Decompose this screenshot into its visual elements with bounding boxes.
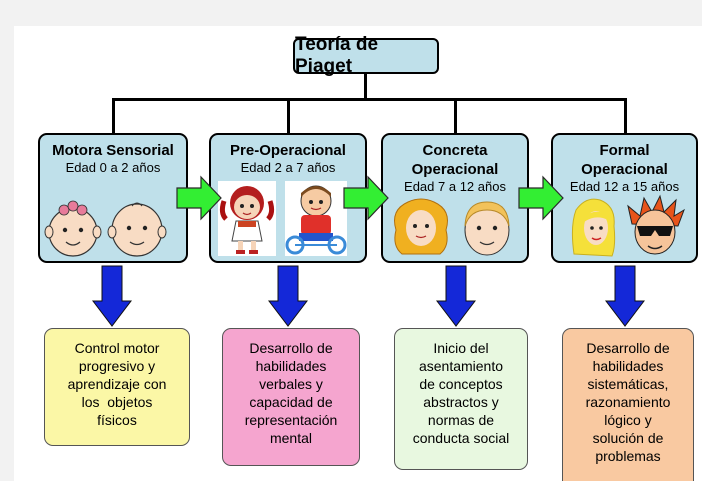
baby-girl-face-icon xyxy=(44,200,102,257)
connector-stage-2 xyxy=(287,98,290,134)
down-arrow-2 xyxy=(267,265,309,327)
stage-age: Edad 12 a 15 años xyxy=(569,179,680,194)
side-arrow-2 xyxy=(343,175,389,221)
description-line: capacidad de xyxy=(249,394,333,410)
down-arrow-1 xyxy=(91,265,133,327)
teen-girl-blonde-icon xyxy=(571,198,616,257)
stage-title: Pre-Operacional xyxy=(230,142,346,159)
stage-title-line: Formal xyxy=(599,142,650,159)
description-line: los objetos xyxy=(81,394,153,410)
girl-child-icon xyxy=(218,181,276,256)
description-line: físicos xyxy=(97,412,137,428)
description-line: habilidades xyxy=(592,358,664,374)
description-line: asentamiento xyxy=(418,358,504,374)
description-line: Desarrollo de xyxy=(586,340,670,356)
description-line: Control motor xyxy=(74,340,160,356)
stage-title-line: Concreta xyxy=(422,142,488,159)
description-line: aprendizaje con xyxy=(67,376,167,392)
connector-trunk xyxy=(364,74,367,100)
stage-title: Motora Sensorial xyxy=(52,142,174,159)
baby-boy-face-icon xyxy=(107,202,167,257)
description-box-formal-operacional: Desarrollo de habilidades sistemáticas, … xyxy=(562,328,694,481)
description-line: lógico y xyxy=(604,412,652,428)
connector-horizontal xyxy=(112,98,627,101)
description-line: abstractos y xyxy=(423,394,499,410)
stage-title-line: Operacional xyxy=(411,161,499,178)
boy-face-icon xyxy=(464,201,510,256)
description-line: verbales y xyxy=(259,376,323,392)
stage-age: Edad 2 a 7 años xyxy=(240,160,336,175)
stage-title-line: Operacional xyxy=(581,161,668,178)
girl-curly-hair-icon xyxy=(394,198,448,255)
down-arrow-3 xyxy=(435,265,477,327)
description-line: mental xyxy=(269,430,313,446)
description-line: sistemáticas, xyxy=(587,376,669,392)
connector-stage-1 xyxy=(112,98,115,134)
description-line: Inicio del xyxy=(433,340,489,356)
teen-boy-sunglasses-icon xyxy=(627,194,685,255)
stage-age: Edad 0 a 2 años xyxy=(65,160,161,175)
description-line: normas de xyxy=(427,412,495,428)
side-arrow-3 xyxy=(518,175,564,221)
stage-title: Concreta Operacional xyxy=(383,141,527,179)
description-line: de conceptos xyxy=(419,376,503,392)
description-box-concreta-operacional: Inicio del asentamiento de conceptos abs… xyxy=(394,328,528,470)
description-box-pre-operacional: Desarrollo de habilidades verbales y cap… xyxy=(222,328,360,466)
stage-age: Edad 7 a 12 años xyxy=(404,179,506,194)
description-line: representación xyxy=(244,412,338,428)
description-line: solución de xyxy=(592,430,664,446)
description-box-motora-sensorial: Control motor progresivo y aprendizaje c… xyxy=(44,328,190,446)
description-line: razonamiento xyxy=(585,394,671,410)
boy-on-bike-icon xyxy=(285,181,347,256)
down-arrow-4 xyxy=(604,265,646,327)
description-line: conducta social xyxy=(412,430,510,446)
description-line: habilidades xyxy=(255,358,327,374)
description-line: problemas xyxy=(595,448,661,464)
description-line: progresivo y xyxy=(78,358,156,374)
connector-stage-3 xyxy=(454,98,457,134)
diagram-title: Teoría de Piaget xyxy=(293,34,439,77)
connector-stage-4 xyxy=(624,98,627,134)
stage-title: Formal Operacional xyxy=(553,141,696,179)
side-arrow-1 xyxy=(176,175,222,221)
description-line: Desarrollo de xyxy=(249,340,333,356)
